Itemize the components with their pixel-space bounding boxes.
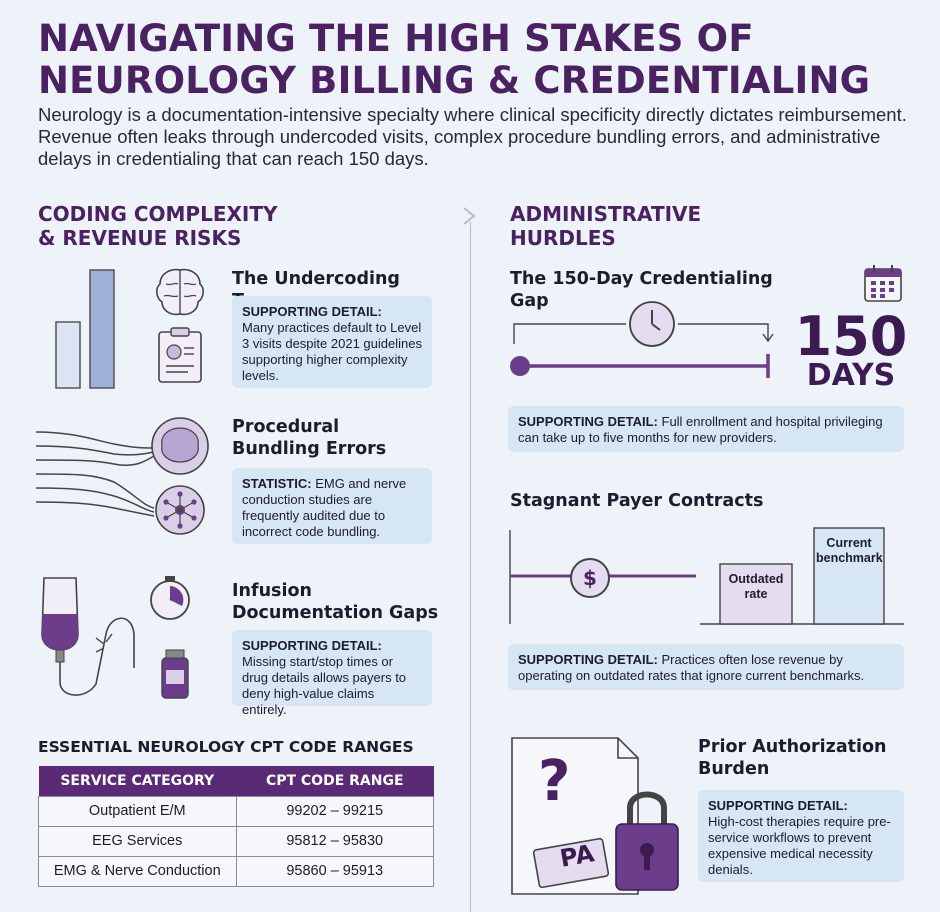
table-row: EMG & Nerve Conduction 95860 – 95913 <box>38 855 434 887</box>
intro-paragraph: Neurology is a documentation-intensive s… <box>38 104 907 169</box>
days-label: DAYS <box>806 358 896 393</box>
title-line-2: NEUROLOGY BILLING & CREDENTIALING <box>38 59 871 102</box>
cpt-code-table: SERVICE CATEGORY CPT CODE RANGE Outpatie… <box>38 766 434 887</box>
infusion-title: Infusion Documentation Gaps <box>232 581 439 623</box>
brain-icon <box>156 268 204 316</box>
chevron-right-icon <box>463 207 476 225</box>
title-line-1: NAVIGATING THE HIGH STAKES OF <box>38 17 754 60</box>
bar-label-current: Current benchmark <box>816 536 883 565</box>
contracts-title: Stagnant Payer Contracts <box>510 491 764 511</box>
credentialing-title: The 150-Day Credentialing Gap <box>510 269 773 311</box>
dollar-icon: $ <box>570 558 610 598</box>
bar-chart-icon <box>55 269 115 389</box>
table-row: Outpatient E/M 99202 – 99215 <box>38 795 434 827</box>
bundling-title: Procedural Bundling Errors <box>232 417 387 459</box>
question-mark-icon: ? <box>538 749 571 814</box>
payer-rate-chart <box>509 527 904 625</box>
left-section-heading: CODING COMPLEXITY & REVENUE RISKS <box>38 202 278 250</box>
table-cell: EMG & Nerve Conduction <box>38 855 237 887</box>
table-cell: 95812 – 95830 <box>235 825 434 857</box>
table-cell: 95860 – 95913 <box>235 855 434 887</box>
table-cell: 99202 – 99215 <box>235 795 434 827</box>
table-cell: EEG Services <box>38 825 237 857</box>
nerve-pathway-icon <box>35 417 209 535</box>
table-header-cell: CPT CODE RANGE <box>236 766 434 796</box>
document-lock-icon <box>511 737 679 895</box>
table-cell: Outpatient E/M <box>38 795 237 827</box>
cpt-table-title: ESSENTIAL NEUROLOGY CPT CODE RANGES <box>38 738 414 756</box>
bundling-detail: STATISTIC: EMG and nerve conduction stud… <box>232 468 432 544</box>
page-title: NAVIGATING THE HIGH STAKES OF NEUROLOGY … <box>38 18 918 102</box>
right-section-heading: ADMINISTRATIVE HURDLES <box>510 202 702 250</box>
credentialing-detail: SUPPORTING DETAIL: Full enrollment and h… <box>508 406 904 452</box>
table-row: EEG Services 95812 – 95830 <box>38 825 434 857</box>
infusion-detail: SUPPORTING DETAIL: Missing start/stop ti… <box>232 630 432 717</box>
days-count: 150 <box>794 305 908 368</box>
undercoding-detail: SUPPORTING DETAIL: Many practices defaul… <box>232 296 432 388</box>
column-divider <box>470 222 471 912</box>
bar-label-outdated: Outdated rate <box>728 572 784 601</box>
contracts-detail: SUPPORTING DETAIL: Practices often lose … <box>508 644 904 690</box>
credentialing-timeline <box>510 301 774 378</box>
calendar-icon <box>864 265 902 302</box>
prior-auth-title: Prior Authorization Burden <box>698 737 887 779</box>
iv-infusion-icon <box>41 576 190 699</box>
table-header-cell: SERVICE CATEGORY <box>38 766 236 796</box>
table-header-row: SERVICE CATEGORY CPT CODE RANGE <box>38 766 434 796</box>
prior-auth-detail: SUPPORTING DETAIL: High-cost therapies r… <box>698 790 904 882</box>
clipboard-icon <box>158 327 202 383</box>
